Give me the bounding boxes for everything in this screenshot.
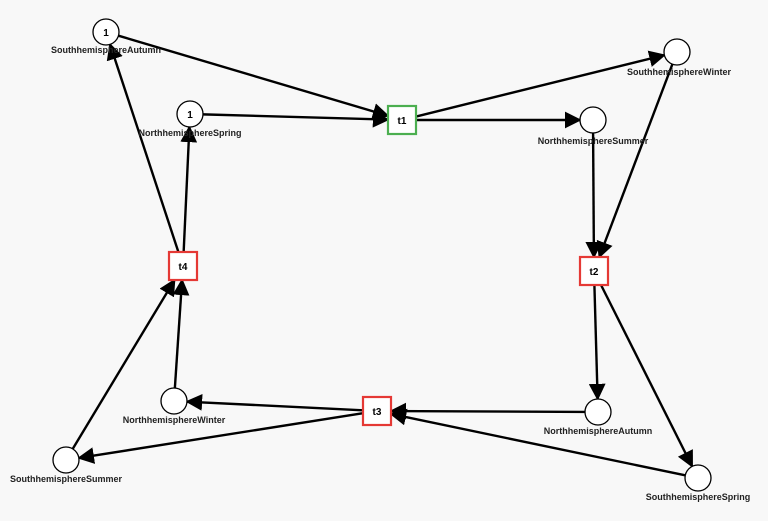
transition-box[interactable] — [361, 395, 393, 427]
transition-box[interactable] — [578, 255, 610, 287]
place-token-count: 1 — [103, 28, 109, 39]
arc-ssu-to-t4[interactable] — [71, 278, 176, 450]
place-circle[interactable] — [684, 464, 712, 492]
transition-box[interactable] — [386, 104, 418, 136]
transition-box[interactable] — [167, 250, 199, 282]
transitions-layer: t1 t2 t3 t4 — [167, 104, 610, 427]
place-label: NorthhemisphereSummer — [538, 136, 649, 146]
arc-sw-to-t2[interactable] — [596, 63, 674, 259]
arc-nw-to-t4[interactable] — [172, 278, 190, 389]
transition-label: t1 — [398, 116, 407, 127]
place-circle[interactable] — [663, 38, 691, 66]
arc-t2-to-sp[interactable] — [599, 284, 694, 468]
arc-t1-to-sw[interactable] — [415, 50, 667, 118]
place-circle[interactable] — [579, 106, 607, 134]
place-nsu[interactable]: NorthhemisphereSummer — [538, 106, 649, 146]
transition-t3[interactable]: t3 — [361, 395, 393, 427]
place-ssu[interactable]: SouthhemisphereSummer — [10, 446, 123, 484]
place-label: SouthhemisphereWinter — [627, 67, 731, 77]
place-sw[interactable]: SouthhemisphereWinter — [627, 38, 731, 77]
transition-t1[interactable]: t1 — [386, 104, 418, 136]
place-circle[interactable] — [160, 387, 188, 415]
arc-t2-to-na[interactable] — [588, 284, 606, 401]
place-label: SouthhemisphereSummer — [10, 474, 123, 484]
place-nw[interactable]: NorthhemisphereWinter — [123, 387, 226, 425]
transition-label: t3 — [373, 407, 382, 418]
arc-t3-to-ssu[interactable] — [77, 412, 364, 464]
transition-t4[interactable]: t4 — [167, 250, 199, 282]
place-circle[interactable] — [52, 446, 80, 474]
place-label: SouthhemisphereSpring — [646, 492, 751, 502]
arc-nsu-to-t2[interactable] — [585, 132, 603, 259]
arcs-layer — [71, 34, 694, 477]
place-circle[interactable] — [176, 100, 204, 128]
places-layer: 1SouthhemisphereAutumn1NorthhemisphereSp… — [10, 18, 751, 502]
place-circle[interactable] — [92, 18, 120, 46]
arc-ns-to-t1[interactable] — [202, 110, 390, 128]
arc-sa-to-t1[interactable] — [118, 34, 390, 120]
arc-t4-to-sa[interactable] — [106, 42, 180, 253]
arc-t3-to-nw[interactable] — [185, 393, 364, 412]
place-token-count: 1 — [187, 110, 193, 121]
transition-label: t2 — [590, 267, 599, 278]
arc-na-to-t3[interactable] — [389, 402, 586, 420]
transition-label: t4 — [179, 262, 188, 273]
place-label: NorthhemisphereWinter — [123, 415, 226, 425]
arc-t4-to-ns[interactable] — [180, 125, 198, 253]
place-label: NorthhemisphereSpring — [138, 128, 241, 138]
place-sp[interactable]: SouthhemisphereSpring — [646, 464, 751, 502]
place-na[interactable]: NorthhemisphereAutumn — [544, 398, 653, 436]
place-label: NorthhemisphereAutumn — [544, 426, 653, 436]
transition-t2[interactable]: t2 — [578, 255, 610, 287]
arc-sp-to-t3[interactable] — [389, 408, 686, 477]
place-circle[interactable] — [584, 398, 612, 426]
place-label: SouthhemisphereAutumn — [51, 45, 161, 55]
